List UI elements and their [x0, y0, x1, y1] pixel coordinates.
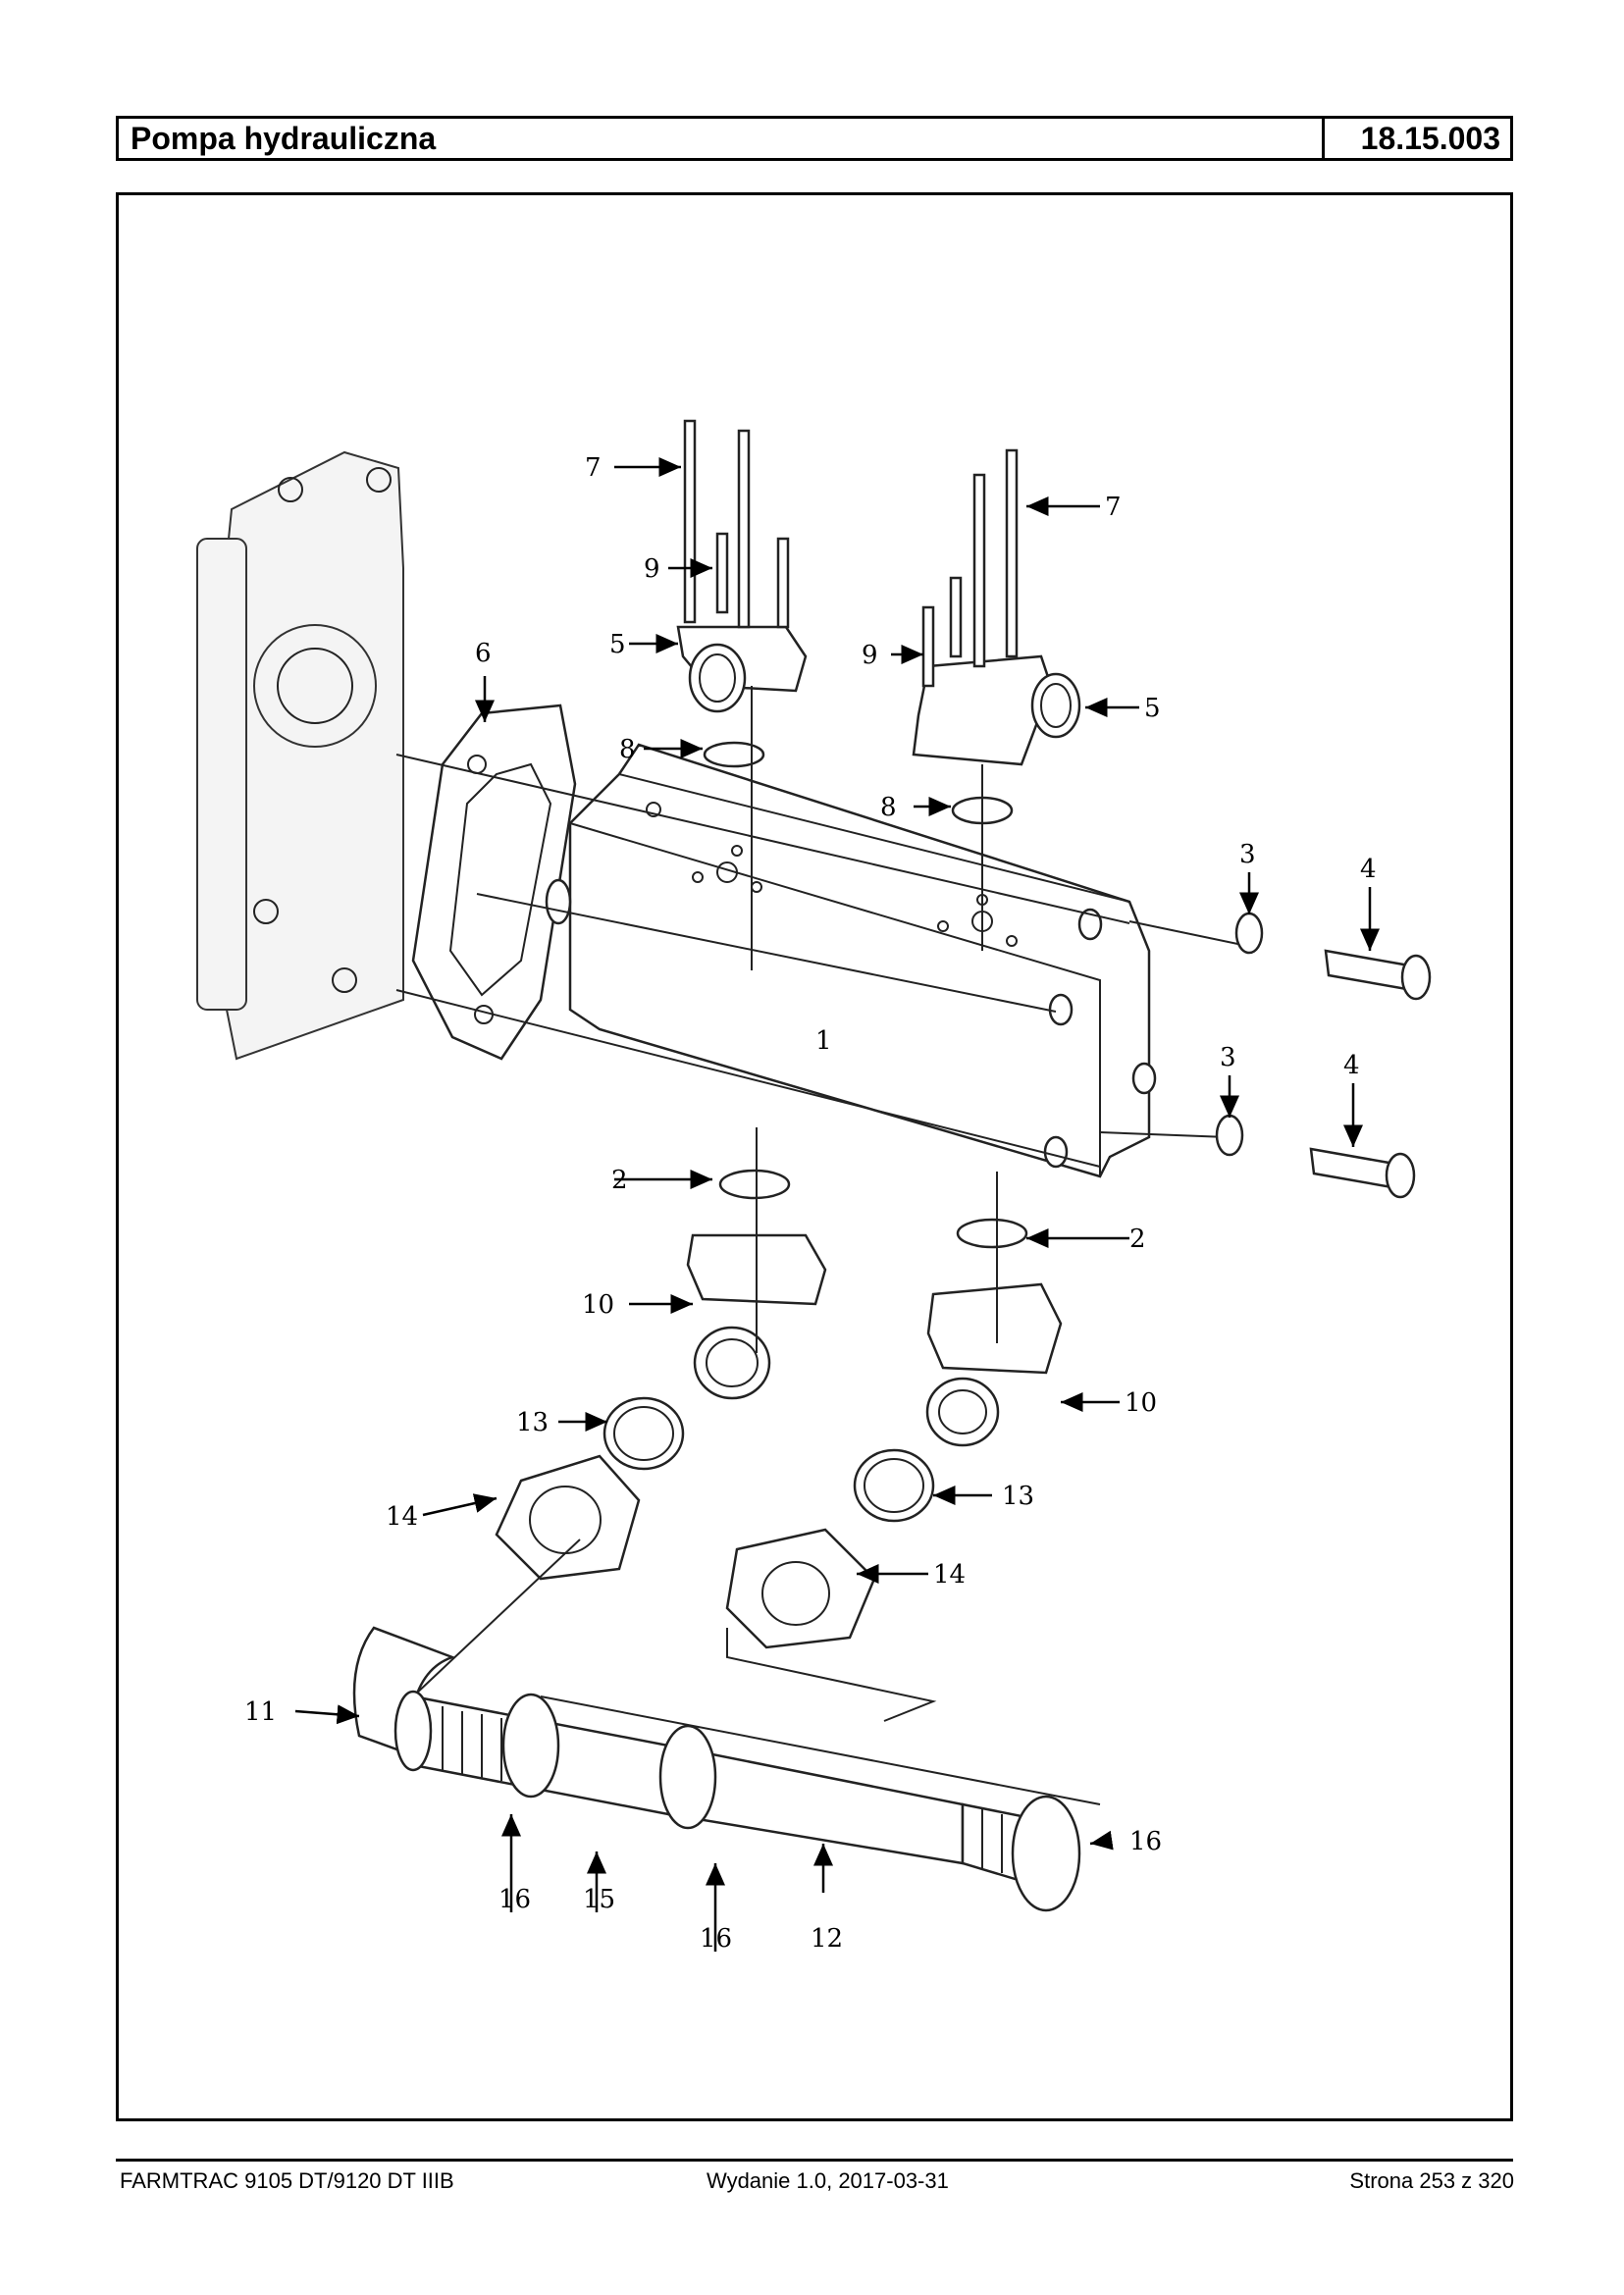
footer-edition: Wydanie 1.0, 2017-03-31 — [707, 2168, 949, 2193]
callout-11: 11 — [244, 1697, 277, 1727]
washers-and-bolts-3-4 — [1099, 912, 1432, 1199]
callout-14: 14 — [386, 1502, 418, 1532]
callout-5: 5 — [609, 630, 626, 659]
callout-8: 8 — [880, 793, 897, 822]
flange-fitting-5-right — [912, 448, 1081, 951]
exploded-view-drawing: 1 2 2 3 3 4 4 5 5 6 7 7 8 8 9 9 10 10 11… — [196, 419, 1432, 1954]
rings-13-nuts-14 — [412, 1396, 937, 1722]
mounting-flange — [196, 450, 404, 1061]
lower-fittings-10 — [686, 1127, 1063, 1447]
callout-7: 7 — [1105, 493, 1122, 522]
callout-16: 16 — [700, 1924, 732, 1954]
diagram-frame: 1 2 2 3 3 4 4 5 5 6 7 7 8 8 9 9 10 10 11… — [116, 192, 1513, 2121]
section-code: 18.15.003 — [1322, 119, 1510, 158]
callout-4: 4 — [1360, 855, 1377, 884]
callout-2: 2 — [611, 1166, 628, 1195]
pump-body-1 — [395, 743, 1157, 1178]
footer-divider — [116, 2159, 1513, 2162]
callout-3: 3 — [1239, 840, 1256, 869]
callout-16: 16 — [1129, 1827, 1162, 1856]
callout-13: 13 — [1002, 1482, 1034, 1511]
callout-7: 7 — [585, 453, 602, 483]
callout-5: 5 — [1144, 694, 1161, 723]
callout-12: 12 — [811, 1924, 843, 1954]
footer-page-number: Strona 253 z 320 — [1349, 2168, 1514, 2193]
callout-10: 10 — [1125, 1388, 1157, 1418]
callout-13: 13 — [516, 1408, 549, 1437]
callout-15: 15 — [583, 1885, 615, 1914]
callout-4: 4 — [1343, 1051, 1360, 1080]
callout-numbers: 1 2 2 3 3 4 4 5 5 6 7 7 8 8 9 9 10 10 11… — [244, 453, 1377, 1954]
callout-2: 2 — [1129, 1225, 1146, 1254]
callout-1: 1 — [815, 1026, 832, 1056]
callout-9: 9 — [862, 641, 878, 670]
callout-9: 9 — [644, 554, 660, 584]
page-title: Pompa hydrauliczna — [131, 121, 437, 156]
callout-6: 6 — [475, 639, 492, 668]
gasket-6 — [411, 704, 577, 1061]
callout-3: 3 — [1220, 1043, 1236, 1072]
hose-assembly — [352, 1626, 1101, 1912]
callout-10: 10 — [582, 1290, 614, 1320]
leader-arrows — [294, 457, 1380, 1952]
callout-14: 14 — [933, 1560, 966, 1590]
flange-fitting-5-left — [676, 419, 808, 970]
callout-8: 8 — [619, 735, 636, 764]
page-header: Pompa hydrauliczna 18.15.003 — [116, 116, 1513, 161]
footer-model: FARMTRAC 9105 DT/9120 DT IIIB — [120, 2168, 454, 2193]
callout-16: 16 — [498, 1885, 531, 1914]
